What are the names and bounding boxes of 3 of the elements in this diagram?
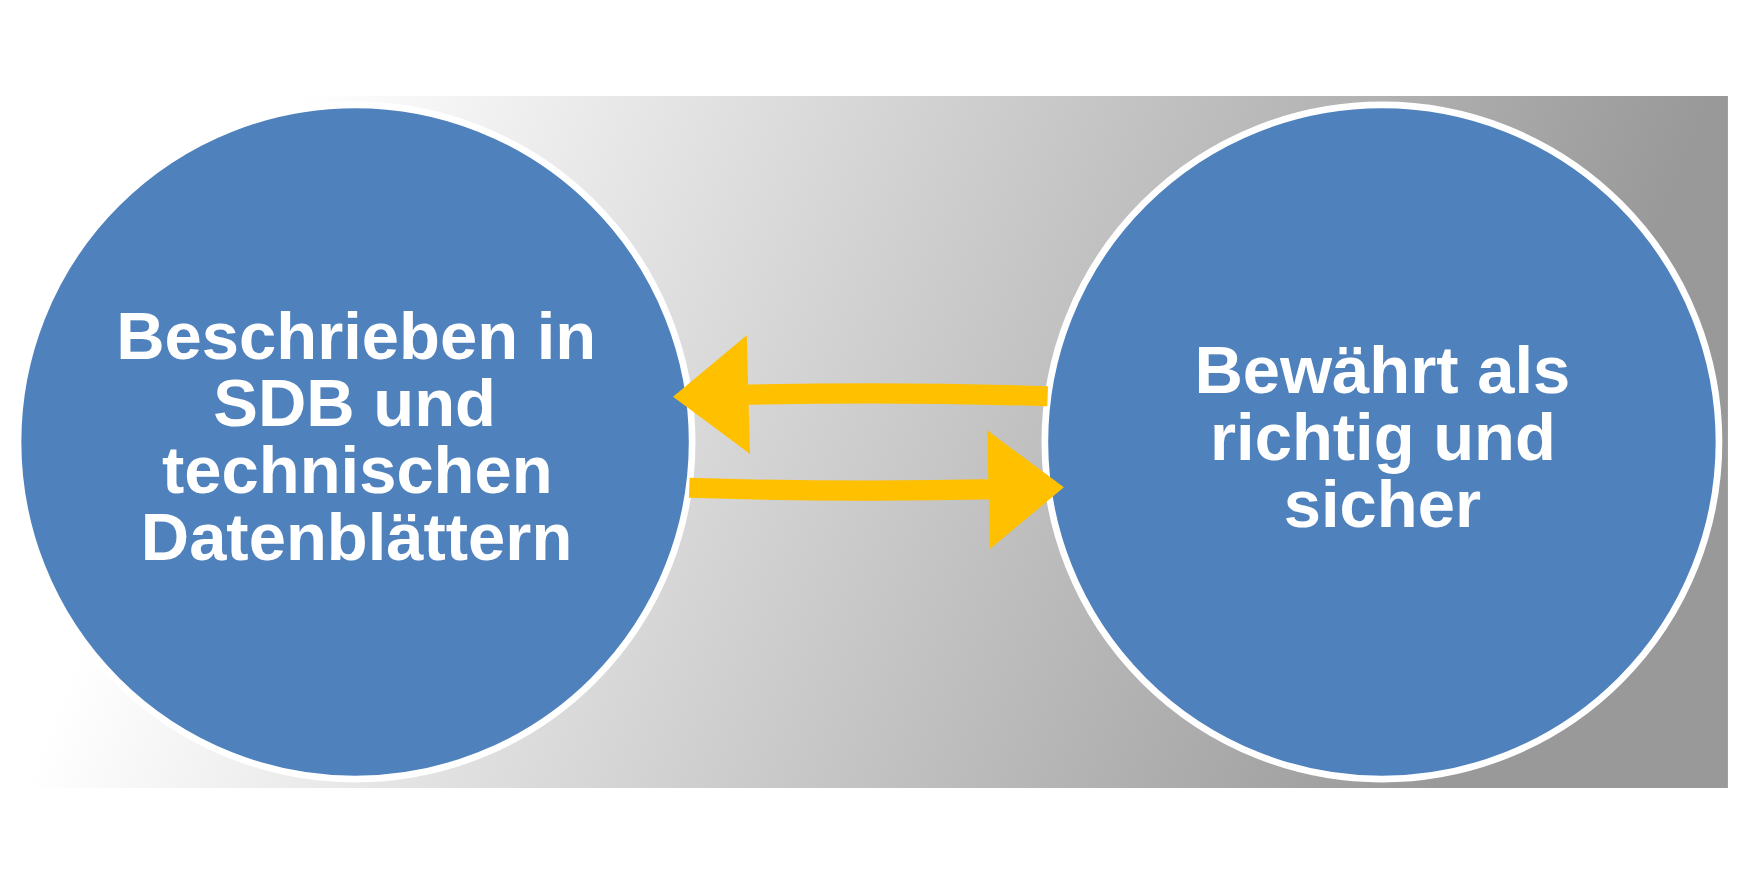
arrow (688, 429, 1064, 549)
arrow (673, 334, 1048, 454)
node-circle: Bewährt als richtig und sicher (1041, 101, 1723, 782)
